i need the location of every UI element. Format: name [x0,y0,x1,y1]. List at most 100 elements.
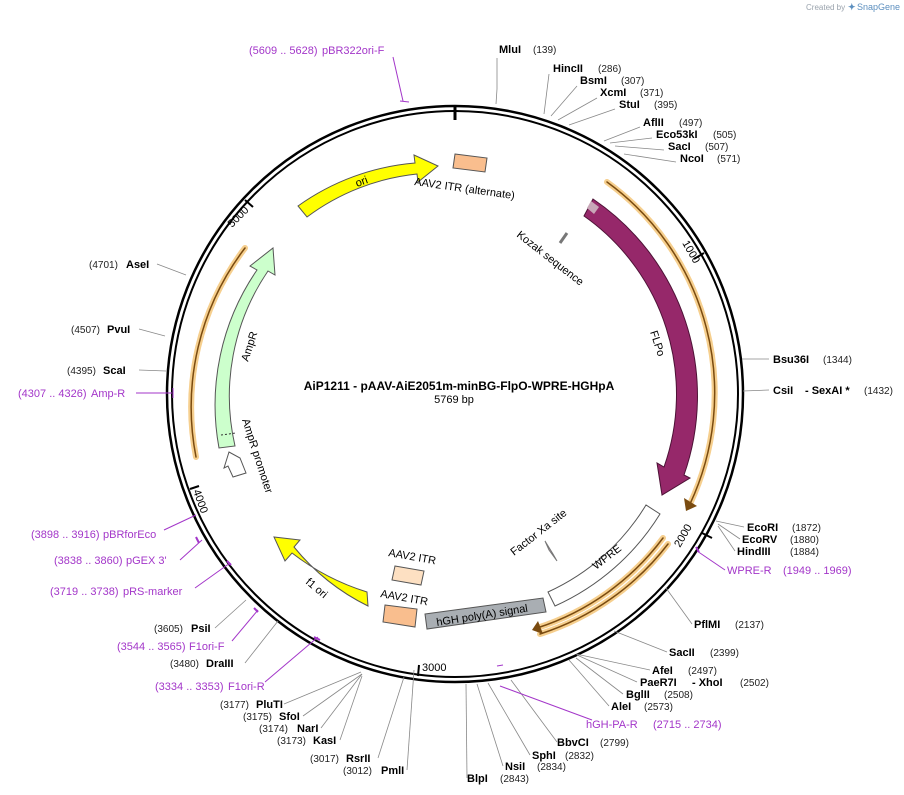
flpo-arrow[interactable] [583,198,698,496]
site-pos: (571) [717,154,740,165]
site-name: AfeI [652,665,673,677]
hgh-polya-box[interactable] [424,597,547,630]
feature-label-ampr-promoter: AmpR promoter [239,417,275,495]
site-pos: (2508) [664,690,693,701]
site-name: BsmI [580,75,607,87]
feature-label-f1-ori: f1 ori [303,576,329,601]
tick-label-2000: 2000 [672,522,695,549]
site-pos: (1884) [790,547,819,558]
site-pos: (2137) [735,620,764,631]
site-name: PaeR7I [640,677,677,689]
primer-name: pBR322ori-F [322,45,385,57]
kozak-mark[interactable] [558,232,569,244]
site-name: NcoI [680,153,704,165]
wpre-arrow[interactable] [547,504,661,607]
feature-label-aav2-itr-2: AAV2 ITR [387,547,436,567]
site-name: AflII [643,117,664,129]
site-name: SacI [668,141,691,153]
f1-ori-arrow[interactable] [273,536,369,607]
site-pos: (2832) [565,751,594,762]
ori-arrow[interactable] [297,154,439,218]
site-name: EcoRI [747,522,778,534]
primer-name: F1ori-R [228,681,265,693]
primer-name: F1ori-F [189,641,225,653]
ampr-arrow[interactable] [214,247,276,449]
site-pos: (3480) [170,659,199,670]
feature-label-kozak: Kozak sequence [514,229,585,289]
aav2-itr-alternate-box[interactable] [452,153,488,173]
site-name: PvuI [107,324,130,336]
site-name: StuI [619,99,640,111]
site-name: AleI [611,701,631,713]
primer-range: (3838 .. 3860) [54,555,123,567]
site-pos: (3017) [310,754,339,765]
snapgene-logo: ✦ [848,2,856,12]
tick-3000 [417,664,420,677]
feature-label-ampr: AmpR [239,330,260,363]
site-pos: (4395) [67,366,96,377]
site-name: Eco53kI [656,129,698,141]
site-name: RsrII [346,753,370,765]
aav2-itr-box[interactable] [382,604,418,628]
site-name: PluTI [256,699,283,711]
site-name: SacII [669,647,695,659]
primer-range: (3334 .. 3353) [155,681,224,693]
plasmid-title: AiP1211 - pAAV-AiE2051m-minBG-FlpO-WPRE-… [304,379,615,393]
site-leaders [138,58,770,779]
site-pos: (497) [679,118,702,129]
primer-name: WPRE-R [727,565,772,577]
primer-name: pBRforEco [103,529,156,541]
aav2-itr-light-box[interactable] [391,565,425,586]
site-pos: (2799) [600,738,629,749]
site-name: CsiI [773,385,793,397]
flpo-dotted-start [587,201,599,214]
ampr-promoter-arrow[interactable] [223,451,247,478]
feature-label-factor-xa: Factor Xa site [508,507,569,558]
site-name: NarI [297,723,318,735]
feature-label-ori: ori [354,174,370,189]
primer-range: (1949 .. 1969) [783,565,852,577]
primer-range: (3898 .. 3916) [31,529,100,541]
site-name: NsiI [505,761,525,773]
primer-name: pRS-marker [123,586,183,598]
site-pos: (4701) [89,260,118,271]
tick-4000 [189,485,200,490]
site-pos: (307) [621,76,644,87]
primer-range: (3544 .. 3565) [117,641,186,653]
primer-name: Amp-R [91,388,125,400]
site-name: MluI [499,44,521,56]
site-pos: (2573) [644,702,673,713]
site-pos: (507) [705,142,728,153]
site-pos: (2834) [537,762,566,773]
site-name: DraIII [206,658,234,670]
primer-range: (4307 .. 4326) [18,388,87,400]
created-by-text: Created by [806,3,845,12]
site-name: AseI [126,259,149,271]
feature-label-aav2-itr-alternate: AAV2 ITR (alternate) [414,176,516,202]
site-pos: (2843) [500,774,529,785]
site-name: BbvCI [557,737,589,749]
site-name: BglII [626,689,650,701]
site-pos: (371) [640,88,663,99]
site-name: PmlI [381,765,404,777]
primer-marks [195,536,700,641]
site-pos: (3605) [154,624,183,635]
site-name: PflMI [694,619,720,631]
site-name: PsiI [191,623,211,635]
site-pos: (1344) [823,355,852,366]
feature-label-flpo: FLPo [647,329,667,358]
tick-label-3000: 3000 [422,662,446,674]
factor-xa-mark[interactable] [544,540,558,562]
tick-5000 [244,199,254,208]
ampr-dotted [220,432,237,436]
site-name: SfoI [279,711,300,723]
site-pos: (4507) [71,325,100,336]
orf-arcs [188,179,718,637]
site-pos: (286) [598,64,621,75]
site-name: Bsu36I [773,354,809,366]
primer-name: hGH-PA-R [586,719,638,731]
backbone [165,104,745,684]
site-pos: (3175) [243,712,272,723]
site-pos: (2502) [740,678,769,689]
site-pos: (3173) [277,736,306,747]
